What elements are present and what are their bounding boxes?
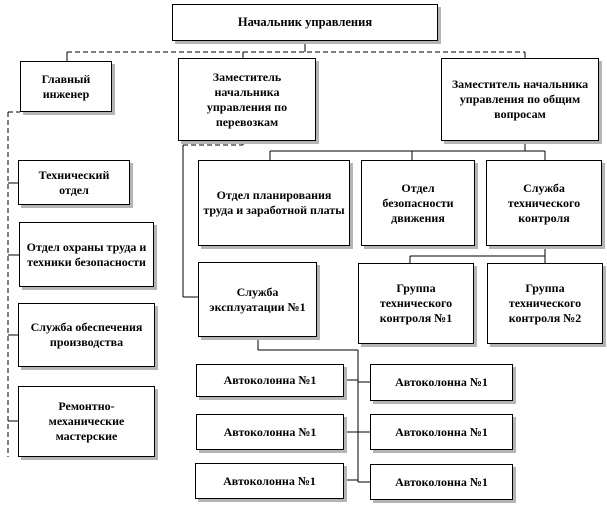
chief-box: Начальник управления: [172, 4, 438, 41]
repair-shops-box: Ремонтно-механические мастерские: [18, 386, 155, 457]
labor-safety-label: Отдел охраны труда и техники безопасност…: [26, 239, 147, 269]
convoy-right-3-label: Автоколонна №1: [395, 474, 488, 489]
convoy-right-2-box: Автоколонна №1: [370, 414, 513, 450]
tech-dept-label: Технический отдел: [38, 167, 110, 197]
convoy-right-2-label: Автоколонна №1: [395, 424, 488, 439]
convoy-right-1-label: Автоколонна №1: [395, 375, 488, 389]
chief-engineer-label: Главный инженер: [41, 71, 91, 101]
planning-dept-box: Отдел планирования труда и заработной пл…: [198, 160, 350, 246]
deputy-transport-label: Заместитель начальника управления по пер…: [206, 69, 288, 129]
control-group-1-label: Группа технического контроля №1: [379, 281, 453, 325]
convoy-left-3-box: Автоколонна №1: [195, 463, 344, 499]
supply-service-box: Служба обеспечения производства: [18, 303, 155, 367]
planning-dept-label: Отдел планирования труда и заработной пл…: [203, 188, 345, 217]
convoy-left-3-label: Автоколонна №1: [223, 473, 316, 488]
control-group-2-label: Группа технического контроля №2: [508, 281, 582, 325]
tech-dept-box: Технический отдел: [18, 160, 130, 205]
convoy-left-2-label: Автоколонна №1: [223, 424, 317, 439]
control-group-2-box: Группа технического контроля №2: [487, 263, 603, 344]
deputy-general-label: Заместитель начальника управления по общ…: [451, 77, 589, 121]
chief-label: Начальник управления: [237, 14, 373, 29]
convoy-right-3-box: Автоколонна №1: [370, 464, 513, 500]
supply-service-label: Служба обеспечения производства: [30, 320, 143, 349]
convoy-right-1-box: Автоколонна №1: [370, 364, 513, 401]
labor-safety-box: Отдел охраны труда и техники безопасност…: [19, 222, 154, 287]
tech-control-box: Служба технического контроля: [486, 160, 602, 246]
convoy-left-1-label: Автоколонна №1: [223, 373, 317, 387]
operations-service-label: Служба эксплуатации №1: [209, 284, 306, 314]
safety-dept-box: Отдел безопасности движения: [361, 160, 475, 246]
operations-service-box: Служба эксплуатации №1: [198, 262, 317, 337]
deputy-transport-box: Заместитель начальника управления по пер…: [178, 58, 316, 141]
repair-shops-label: Ремонтно-механические мастерские: [48, 399, 125, 443]
deputy-general-box: Заместитель начальника управления по общ…: [441, 58, 599, 141]
tech-control-label: Служба технического контроля: [507, 180, 581, 225]
chief-engineer-box: Главный инженер: [20, 61, 112, 112]
control-group-1-box: Группа технического контроля №1: [358, 263, 474, 344]
convoy-left-1-box: Автоколонна №1: [196, 364, 344, 397]
convoy-left-2-box: Автоколонна №1: [196, 414, 344, 450]
safety-dept-label: Отдел безопасности движения: [382, 180, 454, 225]
